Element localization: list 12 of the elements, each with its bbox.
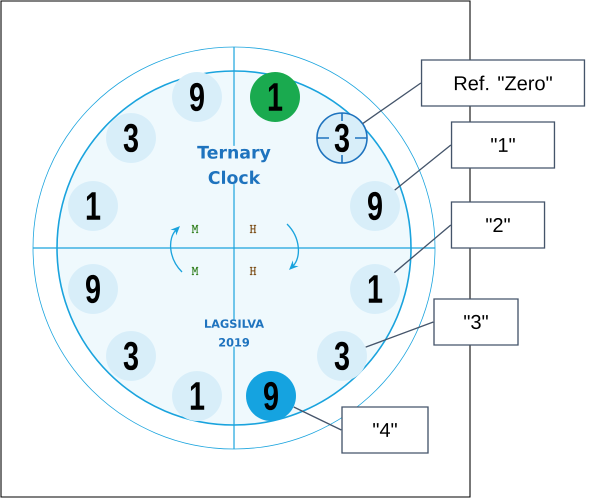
leader-line <box>293 406 342 431</box>
leader-line <box>362 82 422 124</box>
leader-line <box>394 144 452 191</box>
callout-box: "4" <box>341 406 429 454</box>
callout-box: "1" <box>450 121 556 169</box>
signature-text: LAGSILVA 2019 <box>199 319 269 347</box>
callout-box: "2" <box>450 201 546 249</box>
leader-line <box>394 224 452 274</box>
leader-line <box>365 321 434 348</box>
callout-box: Ref. "Zero" <box>420 59 586 107</box>
title-text: Ternary Clock <box>189 146 279 184</box>
callout-box: "3" <box>433 298 519 346</box>
